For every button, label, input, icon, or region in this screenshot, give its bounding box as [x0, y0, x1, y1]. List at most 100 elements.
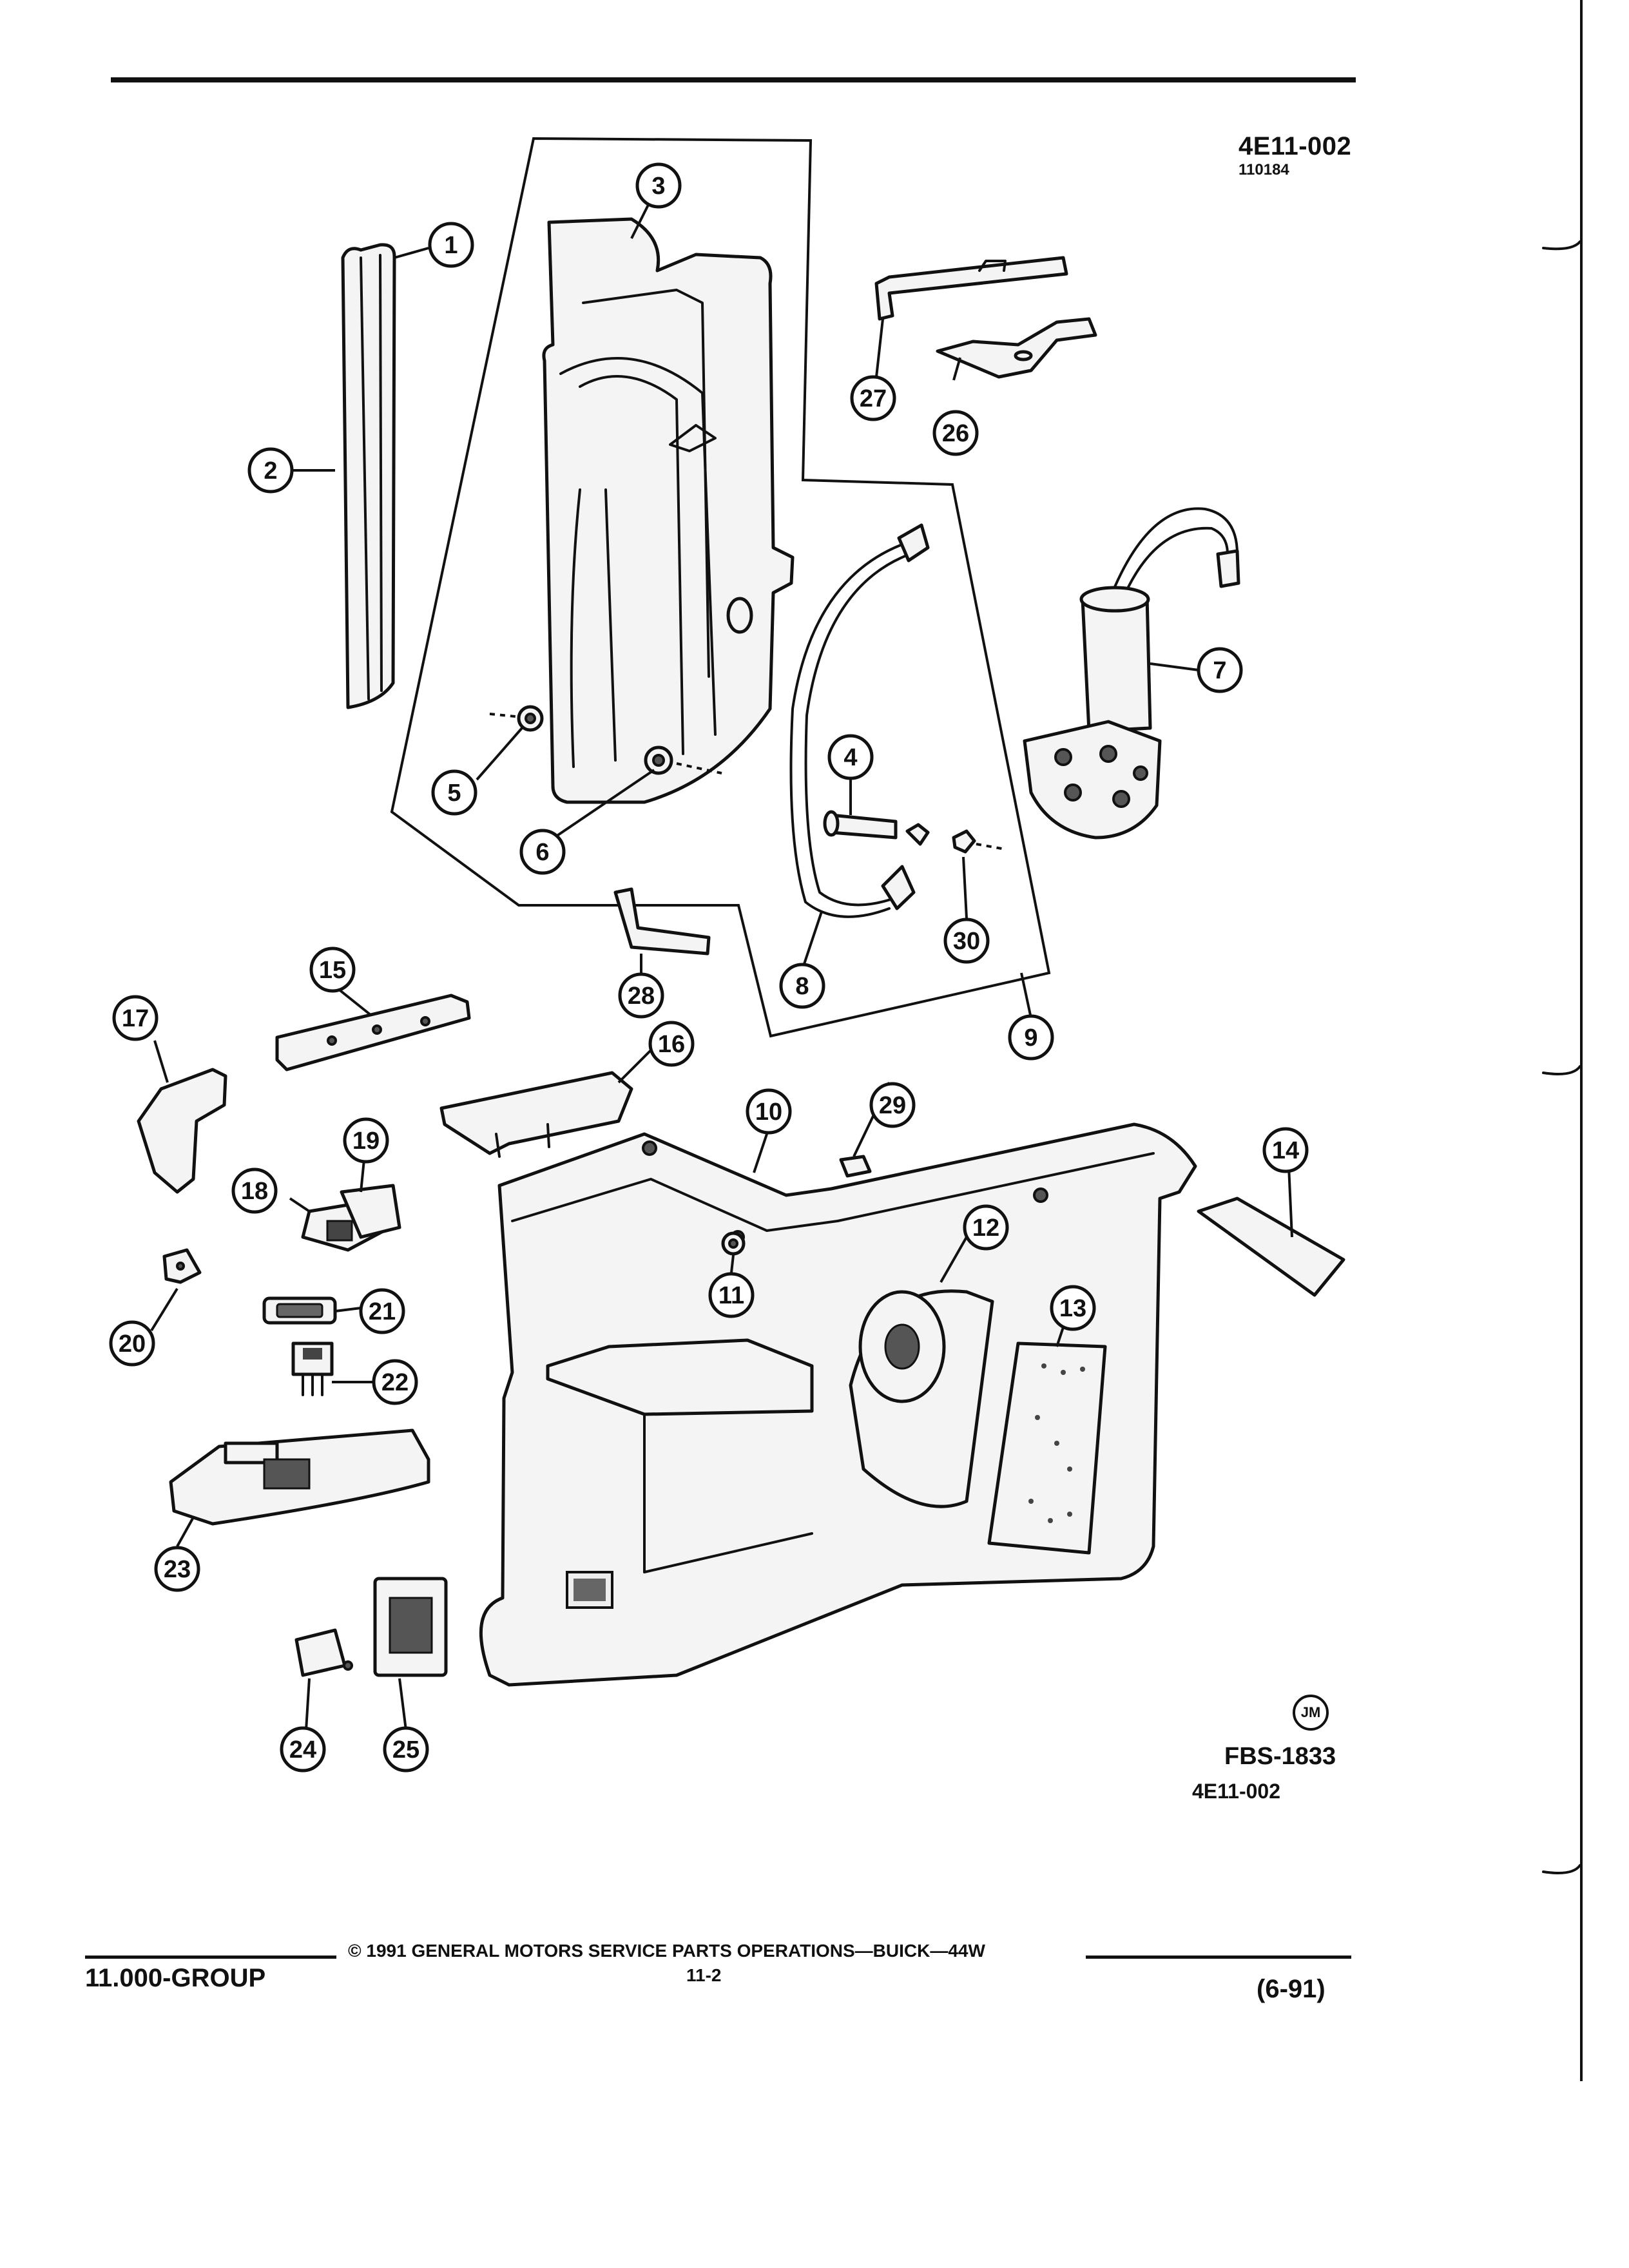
figure-id: FBS-1833 [1224, 1743, 1336, 1770]
speaker-grille-13 [987, 1341, 1107, 1555]
page-number: 11-2 [686, 1965, 722, 1985]
callout-label: 7 [1213, 657, 1226, 684]
callout-label: 30 [953, 928, 980, 955]
callout-label: 18 [241, 1178, 268, 1205]
callout-18: 18 [231, 1168, 278, 1214]
callout-9: 9 [1008, 1014, 1054, 1061]
binding-ticks [1542, 240, 1581, 1874]
callout-label: 16 [658, 1031, 685, 1058]
callout-label: 25 [392, 1736, 419, 1763]
copyright-line: © 1991 GENERAL MOTORS SERVICE PARTS OPER… [348, 1941, 985, 1961]
callout-label: 3 [651, 173, 665, 200]
group-label: 11.000-GROUP [85, 1964, 266, 1992]
leader-lines [150, 199, 1293, 1731]
callout-25: 25 [383, 1726, 429, 1773]
artist-mark: JM [1293, 1695, 1329, 1731]
callout-29: 29 [869, 1082, 916, 1128]
callout-12: 12 [963, 1204, 1009, 1251]
revision-date: (6-91) [1257, 1975, 1325, 2003]
figure-ref: 4E11-002 [1192, 1780, 1281, 1803]
callout-14: 14 [1262, 1127, 1309, 1173]
callout-21: 21 [359, 1288, 405, 1334]
fastener-11 [721, 1231, 746, 1256]
callout-label: 1 [444, 232, 458, 259]
callout-label: 4 [843, 744, 857, 771]
callout-1: 1 [428, 222, 474, 268]
callout-label: 2 [264, 457, 277, 485]
callout-19: 19 [343, 1117, 389, 1164]
callout-3: 3 [635, 162, 682, 209]
bezel-21 [262, 1296, 337, 1325]
callout-label: 21 [369, 1298, 396, 1325]
regulator-cable [789, 523, 930, 918]
clip-29 [839, 1155, 872, 1178]
callout-label: 26 [942, 420, 969, 447]
washers [489, 705, 722, 775]
callout-26: 26 [932, 410, 979, 456]
callout-4: 4 [827, 734, 874, 780]
top-rule [111, 77, 1356, 82]
callout-17: 17 [112, 995, 159, 1041]
callout-10: 10 [746, 1088, 792, 1135]
callout-label: 13 [1059, 1295, 1086, 1322]
drawing-code: 4E11-002 [1239, 132, 1352, 160]
callout-15: 15 [309, 947, 356, 993]
callout-28: 28 [618, 972, 664, 1019]
trim-piece-17 [137, 1068, 227, 1194]
callout-label: 19 [352, 1128, 380, 1155]
callout-label: 11 [718, 1282, 744, 1309]
callout-label: 22 [381, 1369, 409, 1396]
callout-16: 16 [648, 1021, 695, 1067]
cap-24 [294, 1628, 353, 1677]
callout-label: 28 [628, 983, 655, 1010]
callout-label: 29 [879, 1092, 906, 1119]
callout-24: 24 [280, 1726, 326, 1773]
callout-22: 22 [372, 1359, 418, 1405]
callout-label: 6 [535, 839, 549, 866]
callout-label: 23 [164, 1556, 191, 1583]
drawing-subcode: 110184 [1239, 161, 1289, 178]
callout-label: 14 [1272, 1137, 1299, 1164]
callout-label: 17 [122, 1005, 149, 1032]
bolt-and-clip [823, 810, 1006, 854]
callout-5: 5 [431, 769, 477, 816]
callout-6: 6 [519, 829, 566, 875]
upper-brackets [874, 256, 1097, 379]
callout-13: 13 [1050, 1285, 1096, 1331]
callout-label: 20 [119, 1331, 146, 1358]
callout-11: 11 [708, 1272, 755, 1318]
callout-label: 24 [289, 1736, 316, 1763]
molding-14 [1197, 1196, 1345, 1297]
window-motor [1023, 507, 1240, 840]
upper-rails [275, 994, 633, 1158]
callout-label: 9 [1024, 1024, 1037, 1052]
callout-label: 15 [319, 957, 346, 984]
callout-7: 7 [1197, 647, 1243, 693]
callout-label: 10 [755, 1099, 782, 1126]
callout-label: 27 [860, 385, 887, 412]
switch-bezel-25 [373, 1577, 448, 1677]
callout-23: 23 [154, 1546, 200, 1592]
callout-2: 2 [247, 447, 294, 494]
console-cover-23 [169, 1428, 430, 1526]
binding-margin-line [1580, 0, 1583, 2081]
callout-label: 5 [447, 780, 461, 807]
window-panel [542, 217, 795, 804]
callout-30: 30 [943, 918, 990, 964]
callout-27: 27 [850, 375, 896, 421]
callout-20: 20 [109, 1320, 155, 1367]
assembly-boundary [390, 137, 1051, 1038]
switch-22 [291, 1341, 334, 1396]
callout-label: 8 [795, 973, 809, 1000]
callout-label: 12 [972, 1215, 999, 1242]
pillar-molding [341, 243, 396, 709]
callout-8: 8 [779, 963, 825, 1009]
small-bracket-28 [613, 887, 711, 956]
footer-rule-right [1086, 1956, 1351, 1959]
switch-plate-18-19 [301, 1184, 401, 1252]
footer-rule-left [85, 1956, 336, 1959]
clip-20 [162, 1248, 202, 1284]
speaker-12 [849, 1289, 994, 1508]
